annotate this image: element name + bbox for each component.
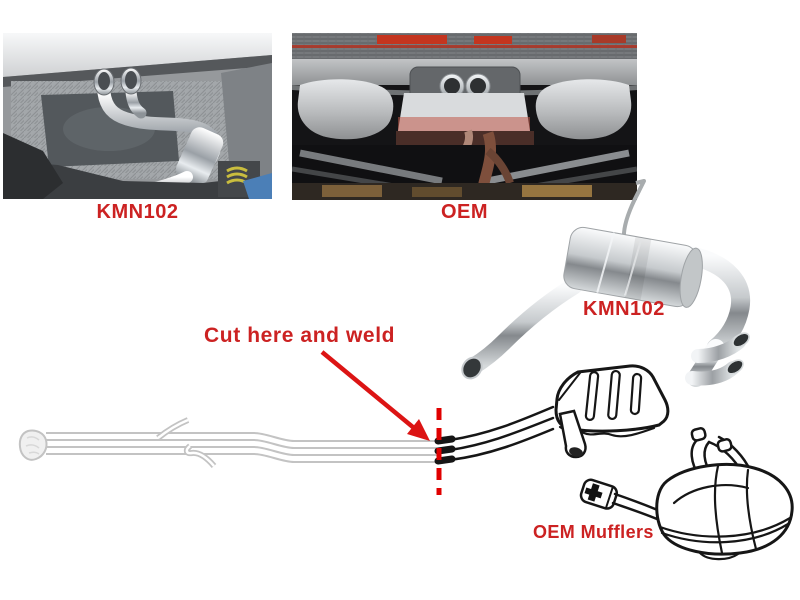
kmn102-product-photo-art xyxy=(461,179,751,387)
cut-arrow xyxy=(320,350,430,441)
muffler-body xyxy=(563,226,703,308)
oem-installed-photo xyxy=(292,33,637,200)
kmn102-product-photo xyxy=(440,178,800,393)
kmn102-installed-caption: KMN102 xyxy=(96,201,179,223)
kmn102-product-label: KMN102 xyxy=(583,298,665,320)
hanger-rod xyxy=(622,179,646,244)
stock-front-pipe-drawing xyxy=(18,417,437,468)
kmn102-installed-photo-art xyxy=(3,33,272,199)
oem-installed-caption: OEM xyxy=(440,201,489,223)
oem-installed-photo-art xyxy=(292,33,637,200)
cut-instruction-label: Cut here and weld xyxy=(204,324,396,347)
oem-muffler-rear-drawing xyxy=(579,427,794,561)
oem-mufflers-label: OEM Mufflers xyxy=(533,522,654,542)
kmn102-installed-photo xyxy=(3,33,272,199)
oem-muffler-front-drawing xyxy=(434,364,670,465)
